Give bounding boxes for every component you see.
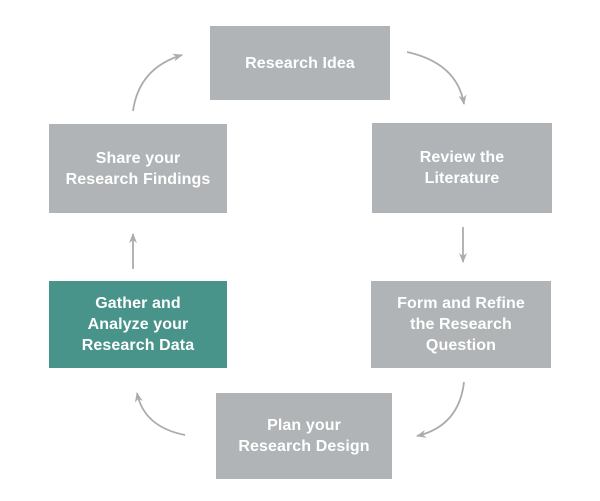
box-share-findings-label: Share your Research Findings (65, 149, 211, 188)
box-form-refine-question: Form and Refine the Research Question (371, 281, 551, 368)
box-research-idea: Research Idea (210, 26, 390, 100)
box-form-refine-question-label: Form and Refine the Research Question (397, 295, 525, 354)
box-research-idea-label: Research Idea (245, 54, 355, 72)
box-gather-analyze-data: Gather and Analyze your Research Data (49, 281, 227, 368)
box-plan-research-design-label: Plan your Research Design (238, 417, 370, 455)
arrow-research-idea-to-review-literature (406, 51, 467, 105)
box-review-literature-label: Review the Literature (419, 149, 505, 187)
box-review-literature: Review the Literature (372, 123, 552, 213)
arrow-form-refine-question-to-plan-research-design (416, 381, 465, 438)
arrow-share-findings-to-research-idea (132, 53, 183, 112)
box-share-findings: Share your Research Findings (49, 124, 227, 213)
arrow-plan-research-design-to-gather-analyze-data (134, 392, 186, 436)
box-gather-analyze-data-label: Gather and Analyze your Research Data (81, 295, 195, 354)
box-plan-research-design: Plan your Research Design (216, 393, 392, 479)
